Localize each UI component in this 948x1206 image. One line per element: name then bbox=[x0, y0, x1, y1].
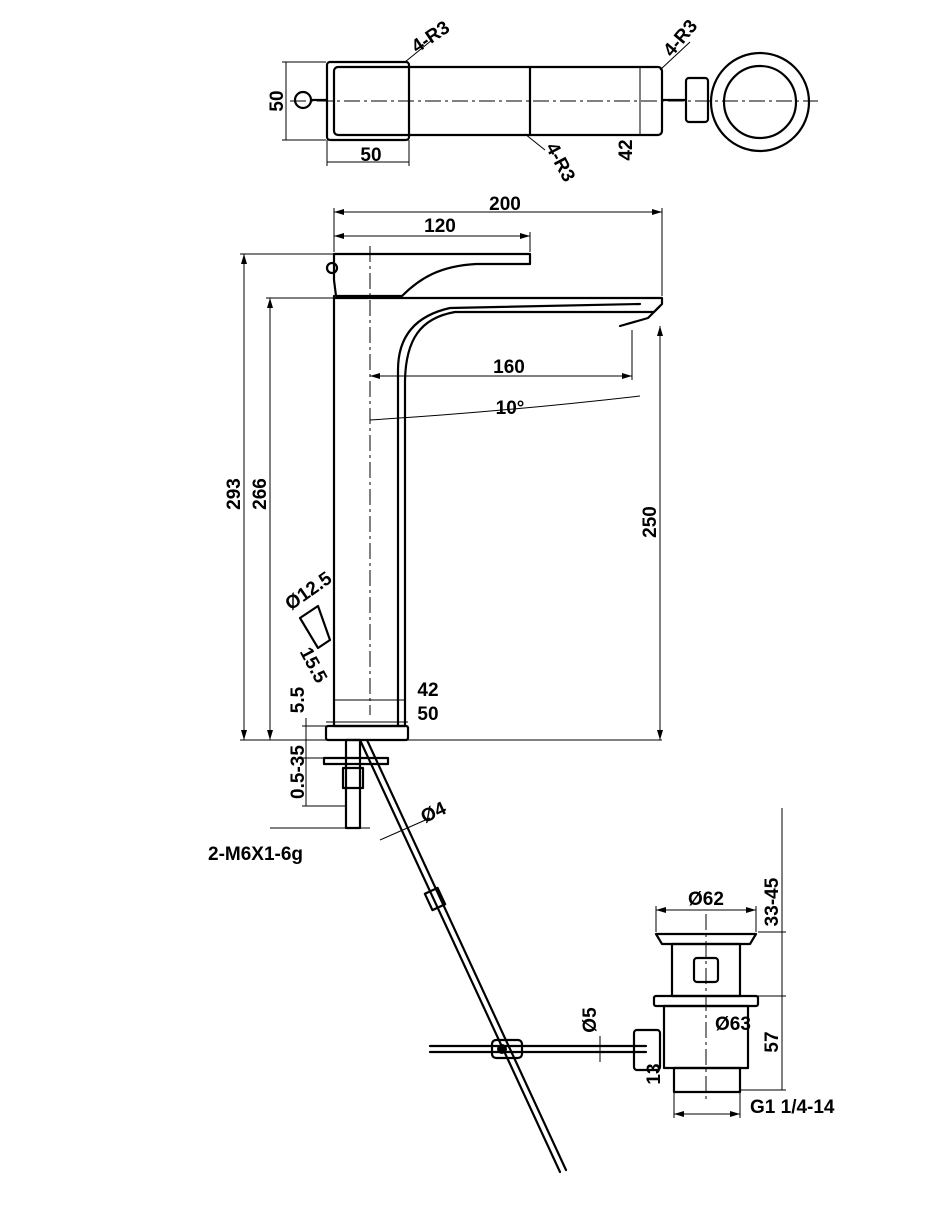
handle-pin bbox=[325, 261, 339, 275]
dim-flange-diameter: Ø63 bbox=[715, 1014, 751, 1035]
rod-coupler bbox=[423, 886, 447, 912]
body-inner-edge bbox=[396, 302, 642, 728]
washer bbox=[322, 756, 390, 766]
dim-spout-angle: 10° bbox=[496, 398, 525, 419]
dim-aerator-diameter: Ø12.5 bbox=[282, 568, 337, 615]
plan-popup-outer bbox=[709, 51, 811, 153]
waste-thread bbox=[672, 1066, 742, 1094]
plan-rod-nut bbox=[684, 76, 710, 124]
dim-reach: 160 bbox=[493, 357, 525, 378]
dim-base-gap: 5.5 bbox=[288, 686, 309, 713]
aerator-tip bbox=[618, 304, 662, 328]
dim-handle-length: 120 bbox=[424, 216, 456, 237]
plan-popup-inner bbox=[722, 64, 798, 140]
dim-aerator-length: 15.5 bbox=[295, 644, 331, 687]
label-radius-right: 4-R3 bbox=[660, 16, 703, 61]
dim-rod-offset: 13 bbox=[644, 1063, 665, 1084]
plan-view: 50 50 42 4-R3 4-R3 4-R3 bbox=[267, 16, 818, 186]
dim-plan-handle-depth: 50 bbox=[267, 90, 288, 111]
dim-outlet-height: 250 bbox=[640, 506, 661, 538]
label-fixing-studs: 2-M6X1-6g bbox=[208, 844, 303, 865]
dim-deck-thickness: 0.5-35 bbox=[288, 745, 309, 799]
plug-grip bbox=[692, 956, 720, 984]
dim-rod-diameter: Ø5 bbox=[580, 1007, 601, 1033]
dim-plug-diameter: Ø62 bbox=[688, 889, 724, 910]
elevation-view: 200 120 160 10° 293 266 250 Ø12.5 15.5 5… bbox=[208, 194, 664, 1174]
label-radius-top: 4-R3 bbox=[408, 17, 454, 57]
pull-rod-edge bbox=[365, 738, 568, 1172]
label-thread: G1 1/4-14 bbox=[750, 1097, 835, 1118]
rod-housing bbox=[632, 1028, 662, 1072]
waste-view: Ø62 33-45 Ø63 57 Ø5 13 G1 1/4-14 bbox=[428, 808, 835, 1118]
waste-body bbox=[662, 1004, 750, 1070]
body-outline bbox=[332, 294, 664, 728]
pull-rod bbox=[358, 738, 562, 1174]
dim-plan-spout-depth: 42 bbox=[616, 139, 637, 160]
fixing-stud bbox=[344, 738, 362, 830]
plan-lever-knob bbox=[293, 90, 313, 110]
stud-nut bbox=[341, 766, 365, 790]
rod-clip bbox=[490, 1038, 524, 1060]
dim-overall-length: 200 bbox=[489, 194, 521, 215]
dim-plug-height-range: 33-45 bbox=[762, 877, 783, 926]
aerator-detail bbox=[298, 604, 332, 650]
label-radius-bottom: 4-R3 bbox=[541, 139, 579, 185]
rod-clip-pin bbox=[497, 1044, 507, 1054]
dim-overall-height: 293 bbox=[224, 478, 245, 510]
dim-pull-rod-diameter: Ø4 bbox=[418, 798, 450, 828]
dim-body-height: 266 bbox=[250, 478, 271, 510]
plug-cap bbox=[654, 932, 758, 946]
dim-waste-body-height: 57 bbox=[762, 1031, 783, 1052]
dim-plan-handle-width: 50 bbox=[360, 145, 381, 166]
base-plate bbox=[324, 724, 410, 742]
dim-body-diameter: 42 bbox=[417, 680, 438, 701]
handle-outline bbox=[332, 252, 532, 298]
dim-base-diameter: 50 bbox=[417, 704, 438, 725]
